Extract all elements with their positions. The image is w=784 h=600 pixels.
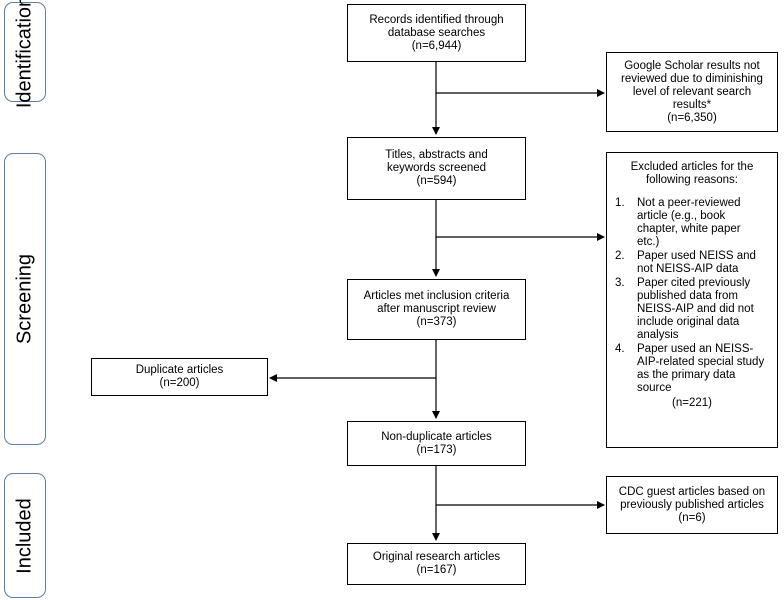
box-line: (n=594)	[416, 175, 457, 187]
reason-line: as the primary data	[637, 369, 736, 381]
reason-line: article (e.g., book	[637, 210, 726, 222]
box-line: Duplicate articles	[135, 364, 224, 376]
box-titles-screened: Titles, abstracts and keywords screened …	[347, 137, 526, 200]
exclusion-reason: 3. Paper cited previously published data…	[615, 277, 769, 342]
box-line: (n=173)	[416, 443, 457, 456]
box-line: (n=200)	[159, 377, 200, 389]
box-line: Original research articles	[372, 551, 501, 563]
reason-number: 2.	[615, 250, 625, 262]
box-line: Non-duplicate articles	[381, 430, 492, 443]
reason-line: etc.)	[637, 236, 660, 248]
box-line: results*	[672, 98, 712, 111]
stage-identification: Identification	[4, 0, 46, 108]
box-line: database searches	[387, 26, 486, 39]
box-line: CDC guest articles based on	[618, 485, 766, 498]
reason-line: Not a peer-reviewed	[637, 197, 741, 209]
box-line: Articles met inclusion criteria	[363, 290, 510, 302]
box-inclusion-criteria: Articles met inclusion criteria after ma…	[347, 279, 526, 340]
box-line: Records identified through	[369, 13, 504, 26]
box-line: (n=6,944)	[411, 39, 462, 52]
reason-line: Paper used an NEISS-	[637, 343, 754, 355]
reason-line: chapter, white paper	[637, 223, 741, 235]
reason-line: AIP-related special study	[637, 356, 765, 368]
box-line: (n=167)	[416, 564, 457, 576]
box-nonduplicate-articles: Non-duplicate articles (n=173)	[347, 421, 526, 466]
box-line: reviewed due to diminishing	[621, 72, 763, 85]
box-duplicate-articles: Duplicate articles (n=200)	[91, 358, 268, 396]
excluded-count: (n=221)	[672, 397, 712, 409]
box-line: previously published articles	[620, 498, 764, 511]
box-original-research: Original research articles (n=167)	[347, 543, 526, 585]
box-line: (n=6)	[678, 511, 706, 524]
reason-line: Paper cited previously	[637, 277, 751, 289]
box-records-identified: Records identified through database sear…	[347, 4, 526, 62]
reason-line: include original data	[637, 316, 740, 328]
box-line: Excluded articles for the	[630, 161, 754, 173]
reason-number: 1.	[615, 197, 625, 209]
excluded-heading: Excluded articles for the following reas…	[631, 161, 754, 187]
reason-line: analysis	[637, 329, 679, 341]
reason-line: source	[637, 382, 672, 394]
box-cdc-guest-articles: CDC guest articles based on previously p…	[606, 476, 778, 534]
box-google-scholar: Google Scholar results not reviewed due …	[606, 52, 778, 132]
reason-line: Paper used NEISS and	[637, 250, 756, 262]
box-line: (n=6,350)	[667, 111, 717, 124]
stage-included: Included	[4, 473, 46, 598]
box-excluded-articles: Excluded articles for the following reas…	[606, 152, 778, 448]
box-line: (n=373)	[416, 316, 457, 328]
box-line: following reasons:	[645, 174, 739, 186]
exclusion-reason: 1. Not a peer-reviewed article (e.g., bo…	[615, 197, 769, 249]
exclusion-reason: 4. Paper used an NEISS- AIP-related spec…	[615, 343, 769, 395]
reason-number: 4.	[615, 343, 625, 355]
reason-number: 3.	[615, 277, 625, 289]
reason-line: not NEISS-AIP data	[637, 263, 739, 275]
exclusion-reasons-list: 1. Not a peer-reviewed article (e.g., bo…	[615, 197, 769, 396]
exclusion-reason: 2. Paper used NEISS and not NEISS-AIP da…	[615, 250, 769, 276]
box-line: Google Scholar results not	[624, 59, 760, 72]
box-line: after manuscript review	[377, 303, 496, 315]
reason-line: NEISS-AIP and did not	[637, 303, 754, 315]
stage-screening: Screening	[4, 153, 46, 445]
box-line: keywords screened	[386, 162, 487, 174]
box-line: Titles, abstracts and	[385, 149, 488, 161]
box-line: level of relevant search	[632, 85, 752, 98]
reason-line: published data from	[637, 290, 739, 302]
